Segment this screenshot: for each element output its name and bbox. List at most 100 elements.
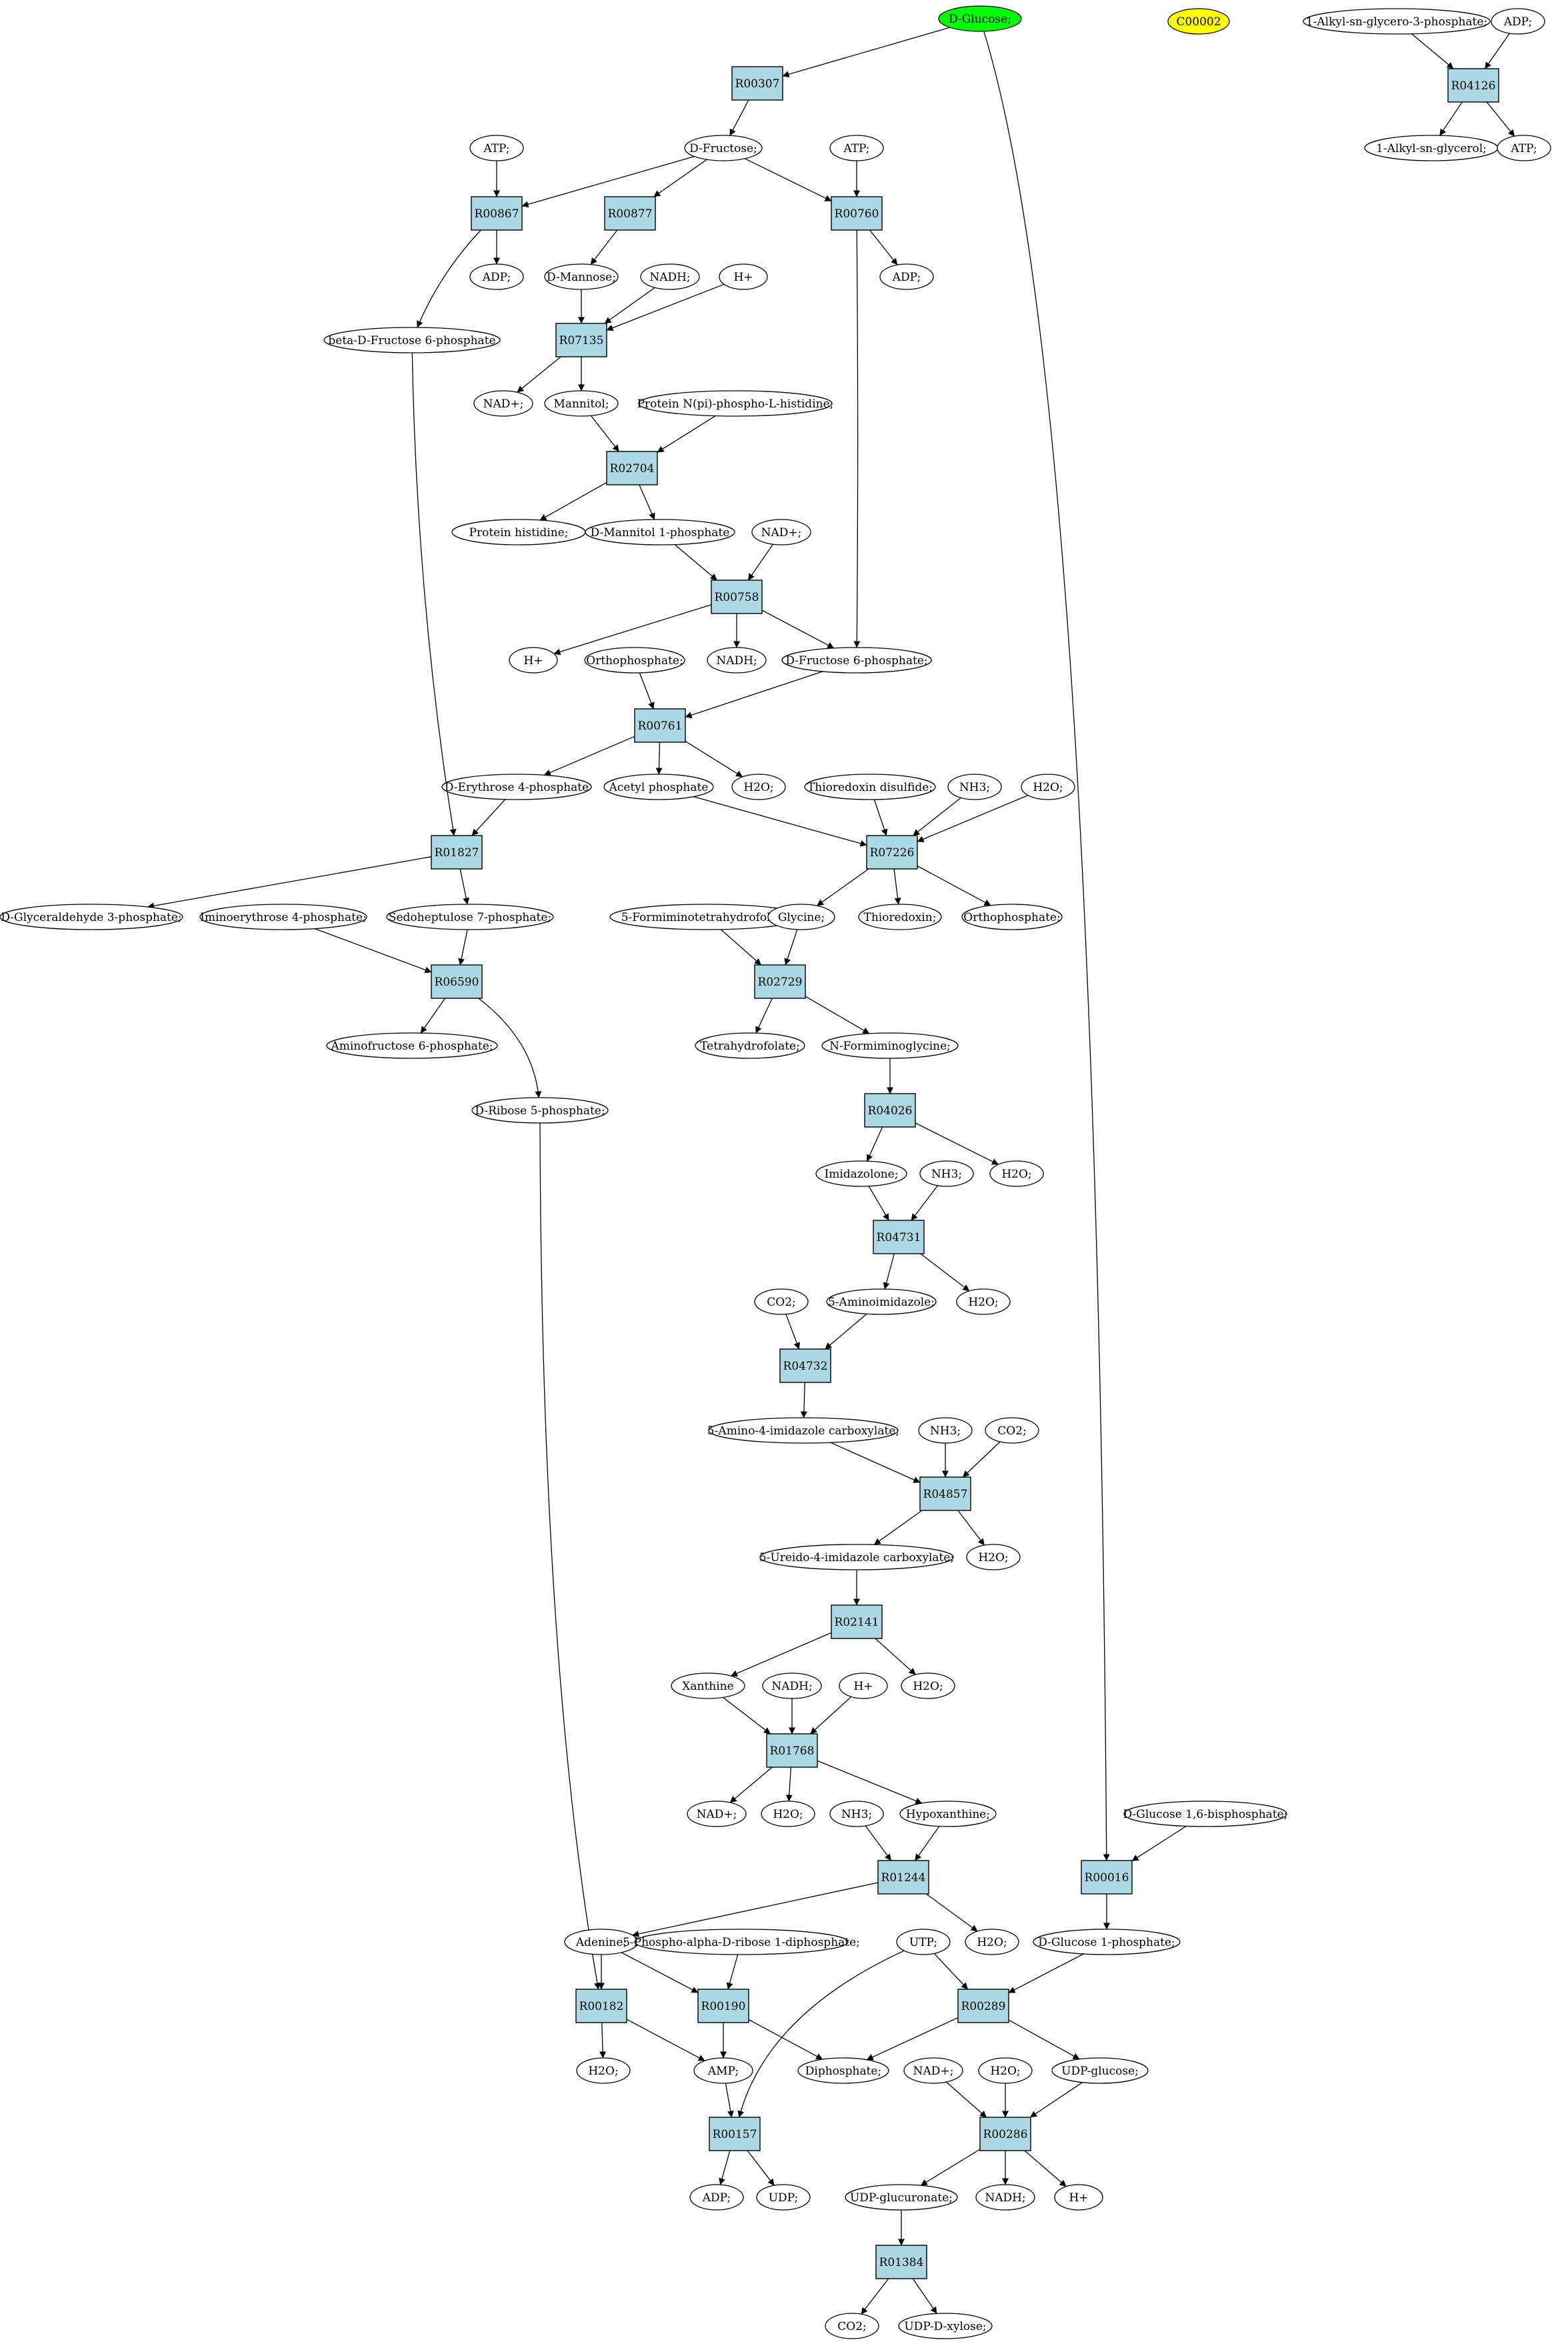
metabolite-node-hplus_3[interactable]: H+ <box>839 1672 888 1699</box>
metabolite-node-dglucose[interactable]: D-Glucose; <box>938 5 1022 32</box>
reaction-node-r04731[interactable]: R04731 <box>873 1220 925 1254</box>
reaction-node-r00877[interactable]: R00877 <box>604 196 656 231</box>
reaction-node-r00760[interactable]: R00760 <box>831 196 883 231</box>
metabolite-node-iminoerythrose[interactable]: Iminoerythrose 4-phosphate; <box>199 904 367 930</box>
metabolite-node-5aminoimid[interactable]: 5-Aminoimidazole; <box>826 1288 937 1315</box>
metabolite-node-utp[interactable]: UTP; <box>896 1929 951 1955</box>
metabolite-node-dfructose[interactable]: D-Fructose; <box>684 135 763 161</box>
metabolite-node-mannitol[interactable]: Mannitol; <box>544 390 619 417</box>
metabolite-node-adp_1[interactable]: ADP; <box>469 263 524 290</box>
reaction-node-r00286[interactable]: R00286 <box>979 2117 1031 2151</box>
metabolite-node-imidazolone[interactable]: Imidazolone; <box>815 1160 907 1187</box>
metabolite-node-h2o_1[interactable]: H2O; <box>731 774 786 800</box>
metabolite-node-h2o_6[interactable]: H2O; <box>901 1672 955 1699</box>
reaction-node-r02141[interactable]: R02141 <box>831 1604 883 1639</box>
metabolite-node-dglc1p[interactable]: D-Glucose 1-phosphate; <box>1033 1929 1181 1955</box>
metabolite-node-protnpihis[interactable]: Protein N(pi)-phospho-L-histidine; <box>637 390 834 417</box>
metabolite-node-thioredoxindisulf[interactable]: Thioredoxin disulfide; <box>804 774 936 800</box>
metabolite-node-nh3_1[interactable]: NH3; <box>947 774 1002 800</box>
reaction-node-r00190[interactable]: R00190 <box>697 1989 749 2023</box>
metabolite-node-xanthine[interactable]: Xanthine <box>671 1672 745 1699</box>
metabolite-node-dmannitol1p[interactable]: D-Mannitol 1-phosphate <box>585 519 735 545</box>
metabolite-node-udpglucuronate[interactable]: UDP-glucuronate; <box>845 2184 958 2211</box>
metabolite-node-adp_3[interactable]: ADP; <box>689 2184 744 2211</box>
metabolite-node-h2o_5[interactable]: H2O; <box>966 1544 1021 1570</box>
metabolite-node-h2o_4[interactable]: H2O; <box>956 1288 1011 1315</box>
reaction-node-r00016[interactable]: R00016 <box>1081 1860 1133 1895</box>
metabolite-node-nadplus_4[interactable]: NAD+; <box>903 2057 963 2084</box>
metabolite-node-co2_2[interactable]: CO2; <box>985 1417 1039 1444</box>
metabolite-node-prpp[interactable]: 5-Phospho-alpha-D-ribose 1-diphosphate; <box>623 1929 860 1955</box>
metabolite-node-adp_2[interactable]: ADP; <box>879 263 934 290</box>
metabolite-node-dmannose[interactable]: D-Mannose; <box>544 263 619 290</box>
metabolite-node-udp[interactable]: UDP; <box>756 2184 811 2211</box>
metabolite-node-hplus_2[interactable]: H+ <box>509 647 558 674</box>
metabolite-node-hypoxanthine[interactable]: Hypoxanthine; <box>899 1801 997 1827</box>
reaction-node-r07226[interactable]: R07226 <box>866 835 918 870</box>
metabolite-node-orthophos_1[interactable]: Orthophosphate; <box>584 647 685 674</box>
reaction-node-r00758[interactable]: R00758 <box>711 579 763 614</box>
metabolite-node-formiminothf[interactable]: 5-Formiminotetrahydrofolate; <box>609 904 804 930</box>
metabolite-node-5amino4imidcarb[interactable]: 5-Amino-4-imidazole carboxylate; <box>707 1417 899 1444</box>
metabolite-node-nadh_4[interactable]: NADH; <box>975 2184 1035 2211</box>
reaction-node-r00289[interactable]: R00289 <box>957 1989 1009 2023</box>
reaction-node-r04732[interactable]: R04732 <box>779 1348 831 1383</box>
metabolite-node-atp_2[interactable]: ATP; <box>829 135 884 161</box>
metabolite-node-nadh_1[interactable]: NADH; <box>640 263 700 290</box>
metabolite-node-nadplus_3[interactable]: NAD+; <box>687 1801 747 1827</box>
metabolite-node-thf[interactable]: Tetrahydrofolate; <box>695 1032 805 1059</box>
reaction-node-r02704[interactable]: R02704 <box>606 451 658 485</box>
reaction-node-r01827[interactable]: R01827 <box>431 835 483 870</box>
metabolite-node-dglyc3p[interactable]: D-Glyceraldehyde 3-phosphate; <box>0 904 183 930</box>
reaction-node-r04126[interactable]: R04126 <box>1447 68 1499 103</box>
reaction-node-r01768[interactable]: R01768 <box>766 1733 818 1768</box>
reaction-node-r01384[interactable]: R01384 <box>875 2245 927 2279</box>
metabolite-node-udpglucose[interactable]: UDP-glucose; <box>1051 2057 1149 2084</box>
reaction-node-r06590[interactable]: R06590 <box>431 964 483 999</box>
metabolite-node-diphosphate[interactable]: Diphosphate; <box>797 2057 889 2084</box>
metabolite-node-hplus_1[interactable]: H+ <box>719 263 768 290</box>
metabolite-node-h2o_10[interactable]: H2O; <box>978 2057 1033 2084</box>
reaction-node-r00307[interactable]: R00307 <box>731 66 783 101</box>
reaction-node-r04857[interactable]: R04857 <box>919 1476 971 1511</box>
metabolite-node-nadh_2[interactable]: NADH; <box>707 647 767 674</box>
metabolite-node-atp_1[interactable]: ATP; <box>469 135 524 161</box>
reaction-node-r07135[interactable]: R07135 <box>555 323 607 357</box>
metabolite-node-acetylphos[interactable]: Acetyl phosphate <box>603 774 714 800</box>
metabolite-node-derythrose4p[interactable]: D-Erythrose 4-phosphate <box>441 774 592 800</box>
metabolite-node-udpxylose[interactable]: UDP-D-xylose; <box>898 2313 993 2339</box>
reaction-node-r00761[interactable]: R00761 <box>634 708 686 743</box>
metabolite-node-h2o_3[interactable]: H2O; <box>989 1160 1044 1187</box>
metabolite-node-prothis[interactable]: Protein histidine; <box>451 519 586 545</box>
metabolite-node-h2o_2[interactable]: H2O; <box>1021 774 1075 800</box>
metabolite-node-nadplus_1[interactable]: NAD+; <box>473 390 533 417</box>
metabolite-node-dribose5p[interactable]: D-Ribose 5-phosphate; <box>471 1097 609 1124</box>
metabolite-node-c00002[interactable]: C00002 <box>1167 8 1230 35</box>
metabolite-node-alkylglycerophos[interactable]: 1-Alkyl-sn-glycero-3-phosphate; <box>1303 8 1491 35</box>
metabolite-node-nh3_4[interactable]: NH3; <box>829 1801 884 1827</box>
metabolite-node-nh3_2[interactable]: NH3; <box>919 1160 974 1187</box>
reaction-node-r00157[interactable]: R00157 <box>709 2117 761 2151</box>
metabolite-node-glycine[interactable]: Glycine; <box>767 904 835 930</box>
metabolite-node-adenine[interactable]: Adenine; <box>564 1929 639 1955</box>
metabolite-node-nadh_3[interactable]: NADH; <box>762 1672 822 1699</box>
metabolite-node-sedohept7p[interactable]: Sedoheptulose 7-phosphate; <box>386 904 554 930</box>
metabolite-node-aminofruc6p[interactable]: Aminofructose 6-phosphate; <box>326 1032 498 1059</box>
metabolite-node-nh3_3[interactable]: NH3; <box>918 1417 973 1444</box>
metabolite-node-h2o_7[interactable]: H2O; <box>761 1801 815 1827</box>
metabolite-node-dfruc6p[interactable]: D-Fructose 6-phosphate; <box>781 647 932 674</box>
metabolite-node-bfruc6p[interactable]: beta-D-Fructose 6-phosphate <box>323 327 501 353</box>
reaction-node-r00867[interactable]: R00867 <box>471 196 523 231</box>
metabolite-node-h2o_8[interactable]: H2O; <box>965 1929 1019 1955</box>
metabolite-node-nadplus_2[interactable]: NAD+; <box>751 519 811 545</box>
metabolite-node-nformiminogly[interactable]: N-Formiminoglycine; <box>821 1032 959 1059</box>
reaction-node-r04026[interactable]: R04026 <box>864 1093 916 1128</box>
metabolite-node-amp[interactable]: AMP; <box>693 2057 753 2084</box>
metabolite-node-alkylglycerol[interactable]: 1-Alkyl-sn-glycerol; <box>1364 135 1499 161</box>
metabolite-node-atp_top[interactable]: ATP; <box>1497 135 1551 161</box>
metabolite-node-5ureido[interactable]: 5-Ureido-4-imidazole carboxylate; <box>759 1544 954 1570</box>
metabolite-node-hplus_4[interactable]: H+ <box>1054 2184 1103 2211</box>
metabolite-node-dglc16bp[interactable]: D-Glucose 1,6-bisphosphate; <box>1123 1801 1288 1827</box>
metabolite-node-co2_3[interactable]: CO2; <box>825 2313 879 2339</box>
reaction-node-r02729[interactable]: R02729 <box>754 964 806 999</box>
